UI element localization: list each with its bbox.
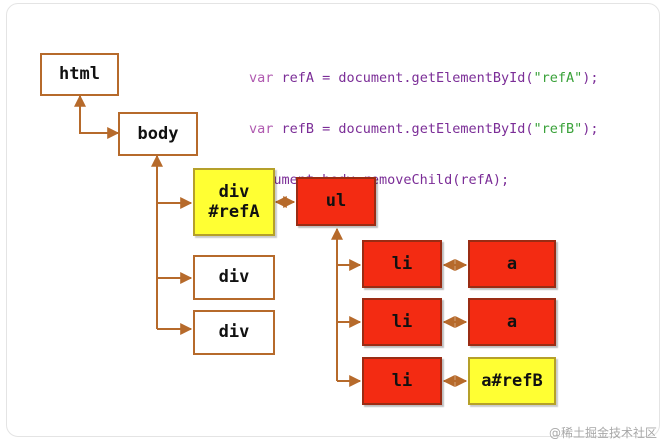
- node-ul: ul: [296, 177, 376, 226]
- node-div-1-label: div: [218, 267, 250, 288]
- connector-html-body: [74, 94, 120, 139]
- node-div-refA: div #refA: [193, 168, 275, 236]
- node-li-1: li: [362, 240, 442, 288]
- node-ul-label: ul: [325, 191, 347, 212]
- code-line-2: var refB = document.getElementById("refB…: [249, 121, 599, 137]
- node-li-3-label: li: [391, 370, 413, 391]
- node-li-2-label: li: [391, 311, 413, 332]
- node-body: body: [118, 112, 198, 156]
- code-line-1: var refA = document.getElementById("refA…: [249, 70, 599, 86]
- node-a-refB: a#refB: [468, 357, 556, 405]
- watermark: @稀土掘金技术社区: [548, 426, 657, 440]
- node-div-1: div: [193, 255, 275, 300]
- node-a-1: a: [468, 240, 556, 288]
- node-div-2-label: div: [218, 322, 250, 343]
- code-snippet: var refA = document.getElementById("refA…: [249, 36, 599, 206]
- node-html: html: [40, 53, 119, 96]
- node-div-refA-label: div #refA: [208, 181, 260, 222]
- node-li-2: li: [362, 298, 442, 346]
- node-a-2: a: [468, 298, 556, 346]
- node-li-1-label: li: [391, 253, 413, 274]
- node-body-label: body: [137, 123, 179, 144]
- node-li-3: li: [362, 357, 442, 405]
- node-html-label: html: [59, 64, 100, 85]
- node-a-1-label: a: [506, 253, 518, 274]
- node-div-2: div: [193, 310, 275, 355]
- node-a-refB-label: a#refB: [481, 370, 543, 391]
- node-a-2-label: a: [506, 311, 518, 332]
